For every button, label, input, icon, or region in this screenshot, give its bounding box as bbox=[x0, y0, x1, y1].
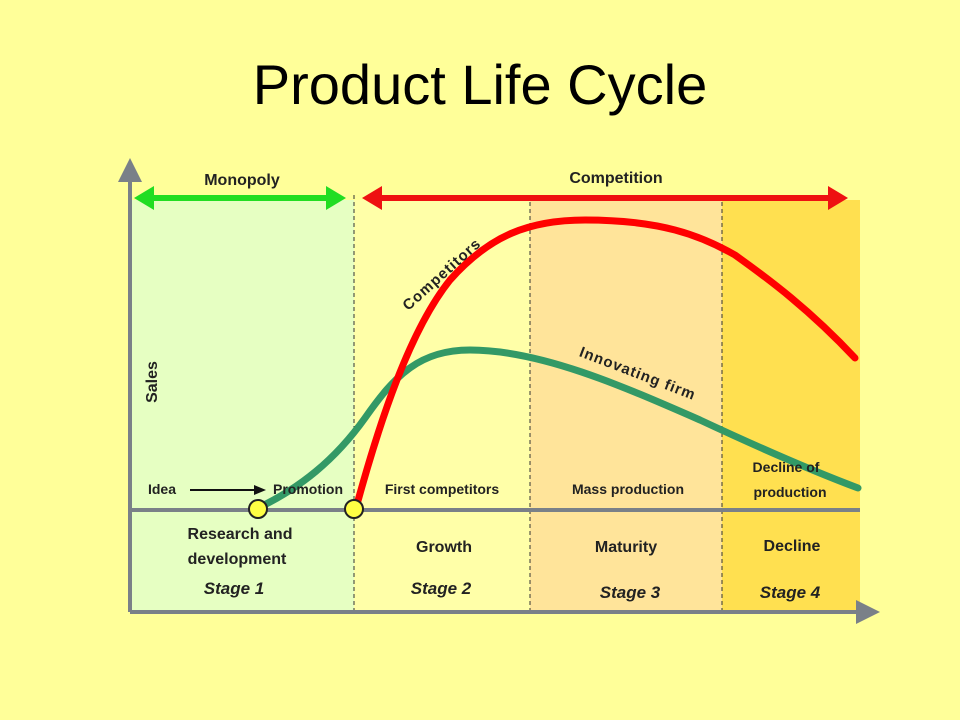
competition-start-marker bbox=[344, 499, 364, 519]
phase-maturity: Maturity bbox=[595, 539, 657, 556]
phase-decline: Decline bbox=[764, 538, 821, 555]
stage-2-label: Stage 2 bbox=[411, 579, 472, 598]
phase-growth: Growth bbox=[416, 539, 472, 556]
y-axis-label: Sales bbox=[144, 361, 161, 403]
phase-rd-line1: Research and bbox=[188, 526, 293, 543]
competitors-curve bbox=[352, 216, 859, 512]
stage-4-label: Stage 4 bbox=[760, 583, 821, 602]
stage-3-label: Stage 3 bbox=[600, 583, 661, 602]
innovating-firm-curve bbox=[254, 346, 862, 512]
stage-1-band bbox=[130, 200, 354, 610]
event-mass-production: Mass production bbox=[572, 481, 684, 497]
competition-arrow bbox=[362, 186, 848, 210]
monopoly-arrow bbox=[134, 186, 346, 210]
event-decline-of-production-line1: Decline of bbox=[753, 459, 820, 475]
page-title: Product Life Cycle bbox=[252, 53, 708, 116]
innovation-start-marker bbox=[248, 499, 268, 519]
phase-rd-line2: development bbox=[188, 551, 287, 568]
stage-2-band bbox=[354, 200, 530, 610]
competition-label: Competition bbox=[569, 170, 662, 187]
monopoly-label: Monopoly bbox=[204, 172, 280, 189]
stage-3-band bbox=[530, 200, 722, 610]
event-first-competitors: First competitors bbox=[385, 481, 500, 497]
event-decline-of-production-line2: production bbox=[753, 484, 826, 500]
stage-1-label: Stage 1 bbox=[204, 579, 264, 598]
event-idea: Idea bbox=[148, 481, 176, 497]
event-promotion: Promotion bbox=[273, 481, 343, 497]
stage-4-band bbox=[722, 200, 860, 610]
idea-to-promotion-arrowhead bbox=[254, 485, 266, 495]
